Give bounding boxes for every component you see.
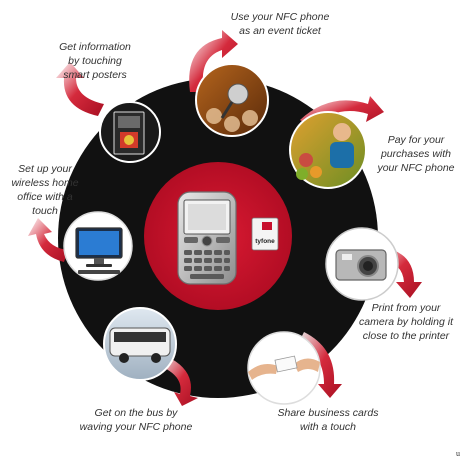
- caption-line: Share business cards: [277, 407, 379, 419]
- caption-line: Print from your: [371, 302, 441, 314]
- hand-right-icon: [294, 358, 320, 372]
- microphone-icon: [227, 83, 249, 105]
- satellite-cards: [247, 331, 321, 405]
- caption-line: close to the printer: [362, 330, 450, 342]
- arrow-office: [28, 218, 68, 262]
- caption-event-ticket: Use your NFC phone as an event ticket: [210, 10, 350, 38]
- arrow-poster: [56, 62, 104, 116]
- caption-business-cards: Share business cards with a touch: [268, 406, 388, 434]
- sim-card-brand: tyfone: [255, 238, 275, 245]
- caption-line: camera by holding it: [359, 316, 453, 328]
- caption-bus: Get on the bus by waving your NFC phone: [76, 406, 196, 434]
- watermark: u: [456, 449, 460, 458]
- caption-line: Pay for your: [387, 134, 445, 146]
- caption-home-office: Set up your wireless home office with a …: [2, 162, 88, 218]
- hand-left-icon: [248, 364, 278, 380]
- arrow-ticket: [189, 30, 238, 92]
- satellite-pay: [289, 111, 367, 189]
- caption-line: Use your NFC phone: [230, 11, 330, 23]
- caption-smart-posters: Get information by touching smart poster…: [40, 40, 150, 82]
- satellite-office: [63, 211, 133, 281]
- satellite-ticket: [195, 63, 269, 137]
- caption-line: your NFC phone: [377, 162, 455, 174]
- caption-line: Get on the bus by: [94, 407, 178, 419]
- satellite-print: [325, 227, 399, 301]
- satellite-bus: [103, 307, 177, 381]
- caption-line: with a touch: [299, 421, 357, 433]
- caption-line: office with a: [17, 191, 73, 203]
- caption-line: by touching: [68, 55, 122, 67]
- caption-line: Get information: [59, 41, 131, 53]
- caption-line: purchases with: [380, 148, 452, 160]
- center-phone: [177, 191, 237, 285]
- caption-line: Set up your: [18, 163, 72, 175]
- caption-line: waving your NFC phone: [79, 421, 193, 433]
- arrow-bus: [160, 356, 198, 406]
- center-sim-card: tyfone: [251, 217, 279, 251]
- caption-line: wireless home: [11, 177, 79, 189]
- caption-line: touch: [32, 205, 58, 217]
- caption-print-camera: Print from your camera by holding it clo…: [346, 301, 466, 343]
- caption-line: as an event ticket: [239, 25, 321, 37]
- caption-pay-purchases: Pay for your purchases with your NFC pho…: [366, 133, 466, 175]
- caption-line: smart posters: [63, 69, 127, 81]
- satellite-poster: [99, 101, 161, 163]
- business-card-icon: [274, 355, 298, 373]
